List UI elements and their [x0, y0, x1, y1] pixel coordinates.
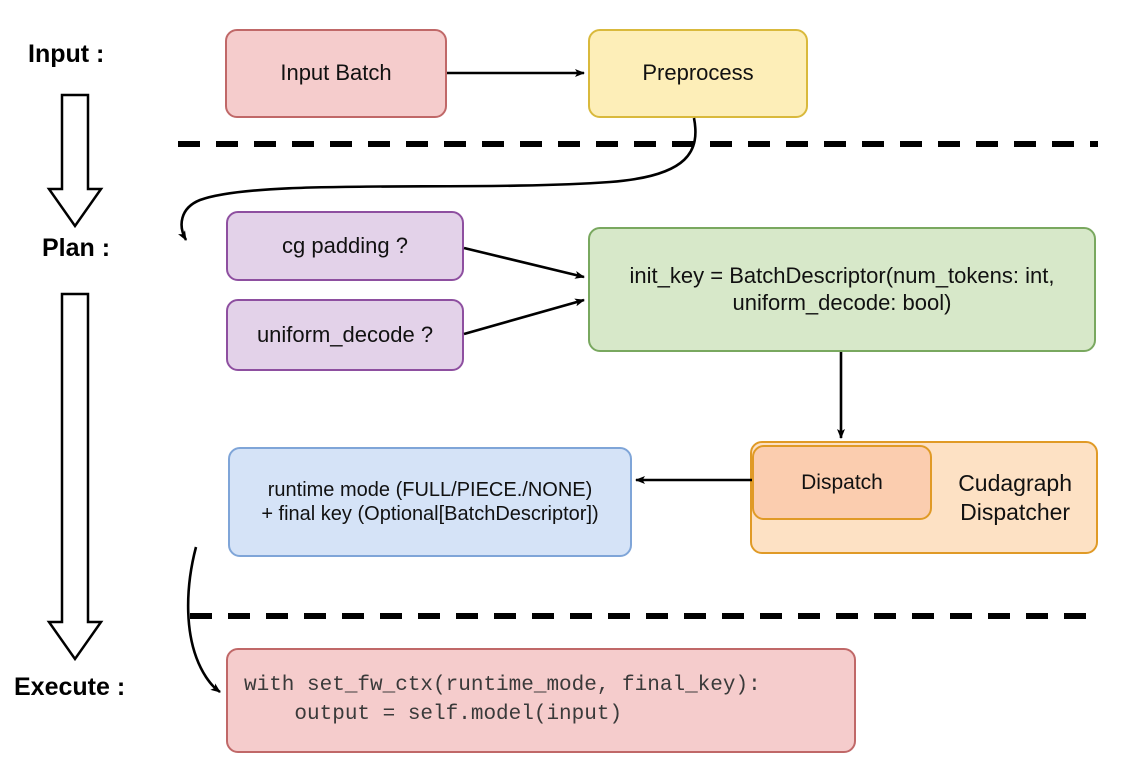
- edge-uniform-to-init-key: [463, 298, 585, 336]
- stage-label-execute: Execute :: [14, 673, 126, 701]
- node-dispatch[interactable]: Dispatch: [752, 445, 932, 520]
- node-cg-padding[interactable]: cg padding ?: [226, 211, 464, 281]
- stage-label-input: Input :: [28, 40, 105, 68]
- node-init-key[interactable]: init_key = BatchDescriptor(num_tokens: i…: [588, 227, 1096, 352]
- node-input-batch[interactable]: Input Batch: [225, 29, 447, 118]
- edge-cg-padding-to-init-key: [463, 246, 585, 279]
- node-execute-code[interactable]: with set_fw_ctx(runtime_mode, final_key)…: [226, 648, 856, 753]
- stage-label-plan: Plan :: [42, 234, 111, 262]
- edge-runtime-to-execute: [186, 546, 221, 694]
- node-runtime-mode[interactable]: runtime mode (FULL/PIECE./NONE) + final …: [228, 447, 632, 557]
- stage-arrow-plan-execute: [46, 292, 104, 662]
- node-uniform-decode[interactable]: uniform_decode ?: [226, 299, 464, 371]
- stage-arrow-input-plan: [46, 93, 104, 229]
- node-preprocess[interactable]: Preprocess: [588, 29, 808, 118]
